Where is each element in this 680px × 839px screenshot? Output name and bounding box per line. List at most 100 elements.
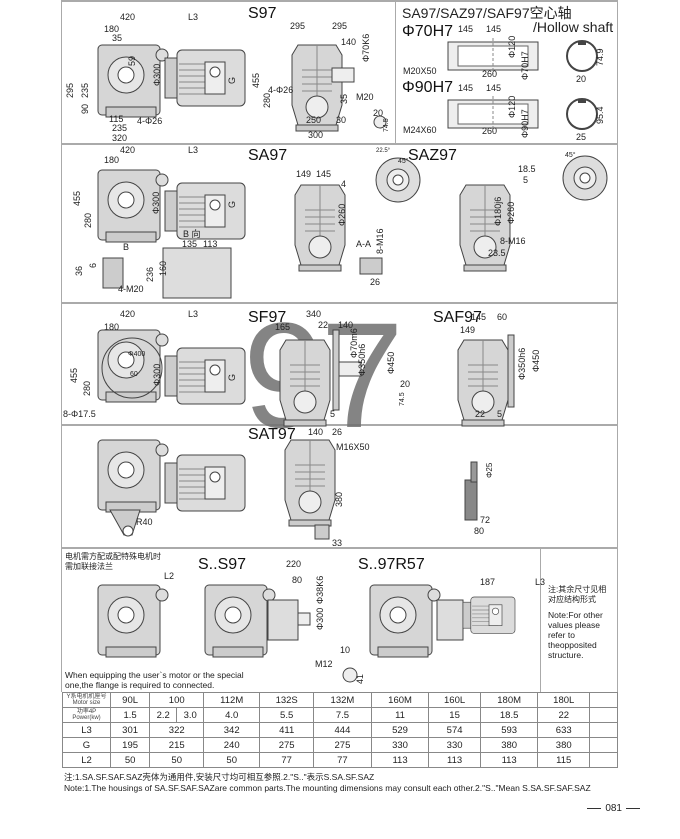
cell: 3.0 [176,707,205,723]
table-cell: 301 [109,722,151,738]
footnote-en: Note:1.The housings of SA.SF.SAF.SAZare … [64,783,591,793]
table-cell: 77 [259,752,315,768]
dim: 30 [336,115,347,125]
table-cell: 77 [313,752,372,768]
dim: Φ70H7 [520,51,530,80]
sat97-front-view [284,439,336,527]
dim: 74.9 [595,48,605,66]
dim: 5 [523,175,529,185]
cell: 132M [313,692,372,708]
dim: 20 [400,379,411,389]
dim: Φ180j6 [493,196,503,226]
dim: 36 [74,265,84,276]
side-note-en: Note:For other values please refer to th… [548,610,603,660]
dim: L3 [188,12,199,22]
divider [62,547,618,549]
dim: 180 [104,155,120,165]
cell: 180L [537,692,590,708]
cell: 160M [370,692,430,708]
subtitle-hollow-shaft: /Hollow shaft [533,19,614,35]
row-label: G [62,737,111,753]
divider [62,143,618,145]
dim: 72 [480,515,491,525]
cell: 160L [428,692,481,708]
table-cell: 574 [428,722,481,738]
dim: 180 [104,322,120,332]
dim: 280 [262,92,272,108]
title-saz97: SAZ97 [408,147,457,164]
dim: 59 [127,55,137,66]
dim: 420 [120,309,136,319]
dim: Φ120 [507,35,517,58]
dim: 280 [83,212,93,228]
dim: 235 [112,123,128,133]
table-cell: 240 [203,737,261,753]
table-cell: 113 [370,752,430,768]
dim: 295 [332,21,348,31]
dim: 41 [355,673,365,684]
dim: 90 [80,103,90,114]
dim: 35 [339,93,349,104]
dim: 149 [296,169,312,179]
r57-motor [462,596,516,634]
dim: L3 [188,309,199,319]
title-phi70: Φ70H7 [402,23,454,40]
dim: Φ450 [386,351,396,374]
dim: 149 [460,325,476,335]
dim: M16X50 [336,442,370,452]
dim: 60 [497,312,508,322]
table-cell: 50 [109,752,151,768]
divider [62,424,618,426]
page-number: 081 [587,803,640,814]
dim: 140 [341,37,357,47]
dim: 33 [332,538,343,548]
cell: 4.0 [203,707,261,723]
cell: 1.5 [109,707,151,723]
dim: 6 [88,262,98,268]
dim: 420 [120,12,136,22]
dim: 18.5 [518,164,536,174]
dim: Φ300 [315,607,325,630]
cell: 132S [259,692,315,708]
table-cell: 342 [203,722,261,738]
table-cell: 322 [149,722,205,738]
dim: 260 [482,69,498,79]
table-cell: 275 [313,737,372,753]
dim: 74.5 [399,392,406,406]
dim: M12 [315,659,333,669]
saz97-flange-view [562,155,608,201]
dim: Φ120 [507,95,517,118]
row-label: L2 [62,752,111,768]
cell: 180M [479,692,539,708]
row-label-en: Motor size [72,700,101,706]
dim: 113 [203,239,218,249]
dim: 455 [72,190,82,206]
page-number-text: 081 [605,803,622,814]
dim: Φ70K6 [361,33,371,62]
dim: 250 [306,115,322,125]
dim: 5 [330,409,336,419]
title-ss97: S..S97 [198,556,247,573]
row-label-en: Power(kw) [72,715,101,721]
hollow-shaft-70-section [566,40,598,72]
dim: 8-M16 [500,236,526,246]
divider-vertical [395,0,396,143]
dim: 187 [480,577,496,587]
dim: Φ25 [485,462,494,478]
dim: 220 [286,559,302,569]
dim: 145 [486,24,502,34]
table-cell: 195 [109,737,151,753]
dim: Φ300 [152,363,162,386]
dim: 8-Φ17.5 [63,409,96,419]
dim: 236 [145,266,155,282]
cell: 100 [149,692,205,708]
dim: 115 [109,114,124,124]
dim: 95.4 [595,106,605,124]
side-note-cn: 注:其余尺寸见相对应结构形式 [548,585,607,604]
